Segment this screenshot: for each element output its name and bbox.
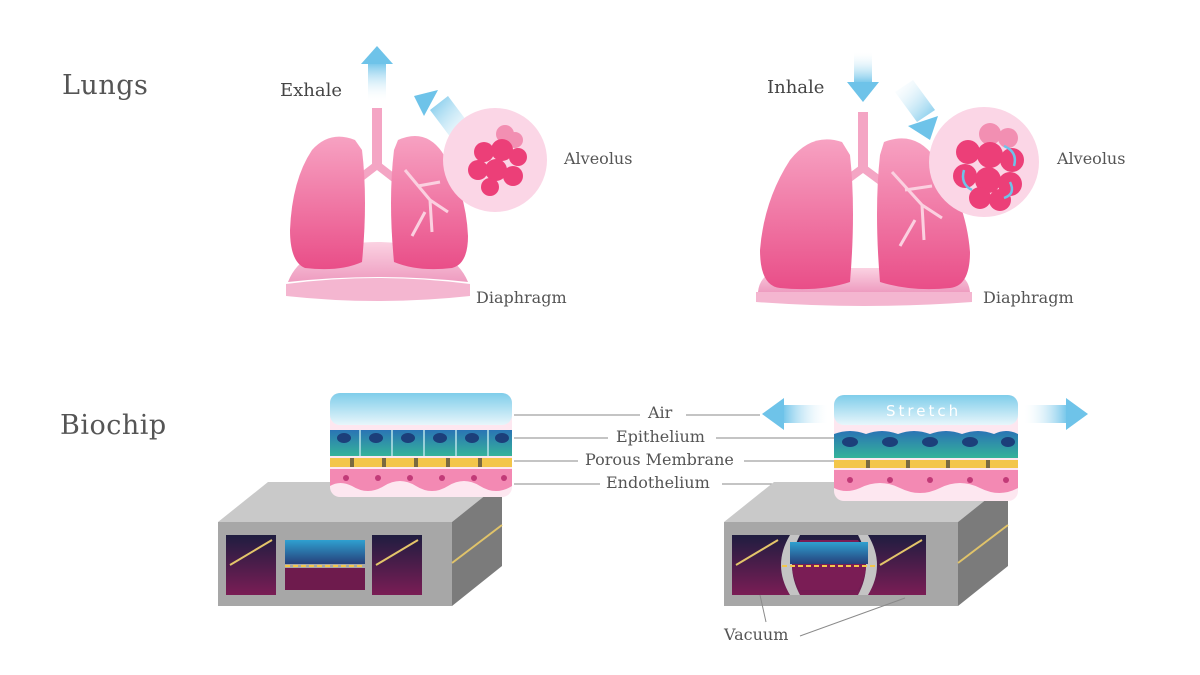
biochip-stretched xyxy=(724,395,1088,637)
layer-label-air: Air xyxy=(648,403,673,422)
relaxed-endothelium xyxy=(330,469,512,491)
exhale-diaphragm-label: Diaphragm xyxy=(476,288,567,307)
biochip-relaxed xyxy=(218,393,512,606)
stretch-left-arrow-icon xyxy=(762,398,828,430)
inhale-diaphragm-label: Diaphragm xyxy=(983,288,1074,307)
exhale-trachea xyxy=(372,108,382,168)
exhale-alveolus-cluster xyxy=(468,125,527,196)
vacuum-label: Vacuum xyxy=(724,625,789,644)
inhale-expansion-arrows-icon xyxy=(961,144,1017,200)
exhale-alveolus-label: Alveolus xyxy=(564,149,633,168)
relaxed-vacuum-chamber-right xyxy=(372,535,422,595)
exhale-left-lung xyxy=(290,136,365,270)
relaxed-epithelium-cells xyxy=(330,430,512,456)
inhale-alveolus-label: Alveolus xyxy=(1057,149,1126,168)
stretch-right-arrow-icon xyxy=(1024,398,1088,430)
inhale-left-lung xyxy=(760,139,853,290)
section-title-biochip: Biochip xyxy=(60,410,167,441)
inhale-label: Inhale xyxy=(767,77,825,98)
inhale-lungs-illustration xyxy=(756,52,1039,306)
vacuum-leader-lines xyxy=(759,594,906,637)
inhale-down-arrow-icon xyxy=(847,52,879,102)
exhale-up-arrow-icon xyxy=(361,46,393,102)
inhale-diagonal-arrow-icon xyxy=(895,80,938,140)
stretch-label: Stretch xyxy=(886,402,962,420)
stretched-epithelium-cells xyxy=(834,431,1018,458)
inhale-trachea xyxy=(858,112,868,170)
layer-label-porous-membrane: Porous Membrane xyxy=(585,450,734,469)
layer-label-endothelium: Endothelium xyxy=(606,473,710,492)
relaxed-porous-membrane xyxy=(330,458,512,467)
exhale-label: Exhale xyxy=(280,80,343,101)
exhale-lungs-illustration xyxy=(286,46,547,301)
layer-label-epithelium: Epithelium xyxy=(616,427,705,446)
relaxed-vacuum-chamber-left xyxy=(226,535,276,595)
section-title-lungs: Lungs xyxy=(62,70,149,101)
